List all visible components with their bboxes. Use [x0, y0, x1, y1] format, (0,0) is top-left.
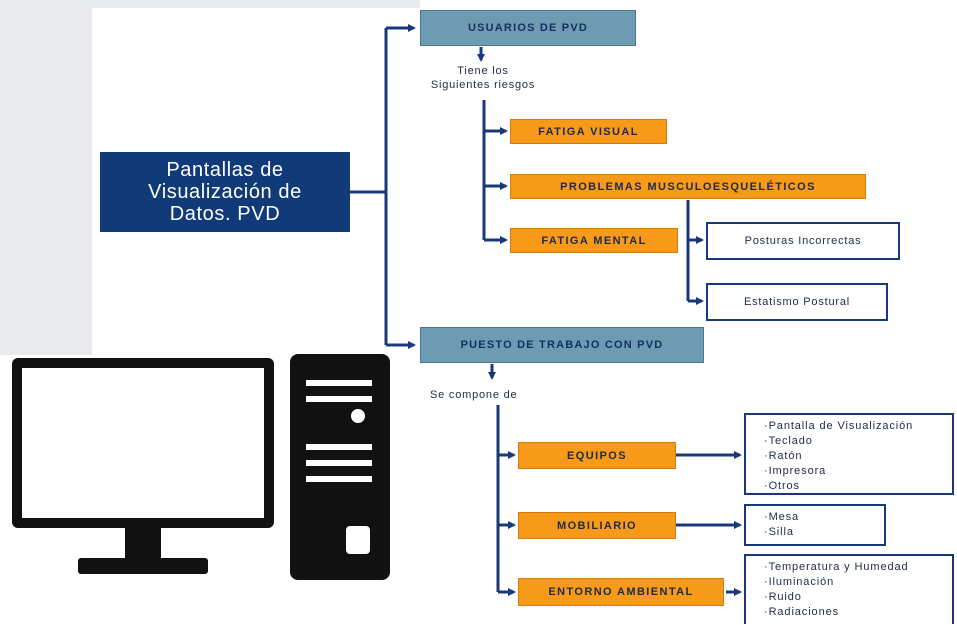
risk-fatiga-mental-label: FATIGA MENTAL: [541, 234, 647, 247]
component-entorno: ENTORNO AMBIENTAL: [518, 578, 724, 606]
root-node: Pantallas de Visualización de Datos. PVD: [100, 152, 350, 232]
list-item: ·Ruido: [764, 591, 802, 603]
list-item: ·Teclado: [764, 435, 813, 447]
estatismo-postural-node: Estatismo Postural: [706, 283, 888, 321]
root-line-3: Datos. PVD: [169, 203, 281, 225]
risk-problemas-musculo: PROBLEMAS MUSCULOESQUELÉTICOS: [510, 174, 866, 199]
risk-fatiga-visual-label: FATIGA VISUAL: [538, 125, 639, 138]
puesto-note-text: Se compone de: [430, 389, 518, 401]
usuarios-note-line-2: Siguientes riesgos: [430, 79, 536, 91]
list-item: ·Otros: [764, 480, 800, 492]
list-item: ·Temperatura y Humedad: [764, 561, 909, 573]
root-line-2: Visualización de: [148, 181, 302, 203]
list-item: ·Ratón: [764, 450, 803, 462]
list-item: ·Silla: [764, 526, 794, 538]
puesto-note: Se compone de: [430, 388, 560, 402]
risk-fatiga-visual: FATIGA VISUAL: [510, 119, 667, 144]
entorno-label: ENTORNO AMBIENTAL: [548, 586, 694, 598]
component-mobiliario: MOBILIARIO: [518, 512, 676, 539]
root-line-1: Pantallas de: [166, 159, 284, 181]
entorno-list: ·Temperatura y Humedad ·Iluminación ·Rui…: [744, 554, 954, 624]
mobiliario-list: ·Mesa ·Silla: [744, 504, 886, 546]
posturas-incorrectas-node: Posturas Incorrectas: [706, 222, 900, 260]
posturas-label: Posturas Incorrectas: [744, 235, 862, 247]
puesto-label: PUESTO DE TRABAJO CON PVD: [460, 339, 664, 351]
usuarios-node: USUARIOS DE PVD: [420, 10, 636, 46]
puesto-node: PUESTO DE TRABAJO CON PVD: [420, 327, 704, 363]
risk-problemas-label: PROBLEMAS MUSCULOESQUELÉTICOS: [560, 180, 816, 193]
list-item: ·Radiaciones: [764, 606, 840, 618]
monitor-icon: [12, 358, 274, 574]
usuarios-note: Tiene los Siguientes riesgos: [408, 64, 558, 92]
list-item: ·Iluminación: [764, 576, 835, 588]
list-item: ·Pantalla de Visualización: [764, 420, 914, 432]
estatismo-label: Estatismo Postural: [743, 296, 851, 308]
pc-tower-icon: [290, 354, 390, 580]
usuarios-note-line-1: Tiene los: [457, 65, 509, 77]
component-equipos: EQUIPOS: [518, 442, 676, 469]
mobiliario-label: MOBILIARIO: [557, 519, 637, 532]
risk-fatiga-mental: FATIGA MENTAL: [510, 228, 678, 253]
usuarios-label: USUARIOS DE PVD: [467, 22, 589, 34]
equipos-label: EQUIPOS: [567, 449, 627, 462]
list-item: ·Mesa: [764, 511, 800, 523]
left-edge-strip: [0, 0, 92, 355]
list-item: ·Impresora: [764, 465, 827, 477]
top-edge-strip: [0, 0, 420, 8]
equipos-list: ·Pantalla de Visualización ·Teclado ·Rat…: [744, 413, 954, 495]
